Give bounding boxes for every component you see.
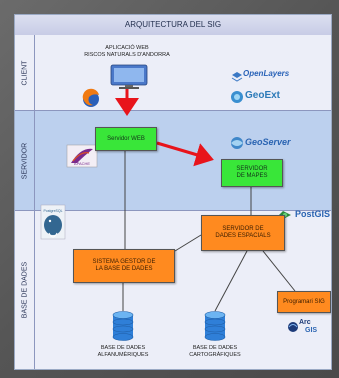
arrow-webserver-to-mapserver [156, 141, 214, 167]
programari-sig-label: Programari SIG [283, 298, 325, 305]
openlayers-logo-icon [231, 72, 243, 82]
line-spatialserver-to-programari [262, 250, 296, 292]
band-servidor-label-column: SERVIDOR [15, 111, 35, 210]
geoserver-logo-text: GeoServer [245, 137, 291, 147]
arcgis-logo-icon [288, 322, 298, 332]
line-spatialserver-to-dbms [174, 234, 202, 252]
spatial-server-label-line2: DADES ESPACIALS [215, 233, 271, 239]
apache-logo-text: APACHE [73, 161, 91, 166]
apache-logo-icon [66, 144, 98, 168]
connectors-layer [40, 64, 298, 341]
map-server-label-line1: SERVIDOR [236, 166, 268, 173]
browser-icon [82, 88, 99, 107]
postgresql-logo-icon [40, 204, 66, 240]
db-alfa-label-line1: BASE DE DADES [100, 345, 146, 351]
db-cartografiques-icon [204, 311, 226, 341]
band-client-label-column: CLIENT [15, 35, 35, 110]
openlayers-logo-text: OpenLayers [243, 69, 290, 78]
arcgis-logo-gis-text: GIS [305, 327, 318, 334]
band-client: CLIENT [15, 35, 331, 111]
monitor-icon [110, 64, 148, 89]
spatial-server-label-line1: SERVIDOR DE [222, 226, 264, 233]
web-server-label: Servidor WEB [107, 135, 145, 142]
dbms-label-line2: LA BASE DE DADES [95, 266, 153, 272]
geoext-logo-text: GeoExt [245, 90, 281, 101]
map-server-label-line2: DE MAPES [236, 173, 268, 179]
map-server-node: SERVIDOR DE MAPES [221, 159, 283, 187]
db-carto-label-line2: CARTOGRÀFIQUES [189, 352, 241, 358]
line-spatialserver-to-db-carto [214, 250, 248, 312]
app-title-line2: RISCOS NATURALS D'ANDORRA [84, 52, 170, 58]
architecture-diagram: ARQUITECTURA DEL SIG CLIENT SERVIDOR BAS… [14, 14, 332, 370]
arcgis-logo-arc-text: Arc [299, 319, 311, 326]
postgresql-logo-text: PostgreSQL [43, 209, 63, 213]
dbms-label-line1: SISTEMA GESTOR DE [92, 259, 156, 266]
dbms-node: SISTEMA GESTOR DE LA BASE DE DADES [73, 249, 175, 283]
geoext-logo-icon [231, 91, 243, 103]
db-carto-label-line1: BASE DE DADES [192, 345, 238, 351]
spatial-data-server-node: SERVIDOR DE DADES ESPACIALS [201, 215, 285, 251]
postgis-logo-text: PostGIS [295, 209, 331, 219]
db-alfanumeriques-icon [112, 311, 134, 341]
band-base-label-column: BASE DE DADES [15, 211, 35, 369]
programari-sig-node: Programari SIG [277, 291, 331, 313]
geoserver-logo-icon [231, 137, 243, 149]
db-alfa-label-line2: ALFANUMÈRIQUES [97, 352, 149, 358]
web-server-node: Servidor WEB [95, 127, 157, 151]
app-title-line1: APLICACIÓ WEB [105, 45, 149, 51]
